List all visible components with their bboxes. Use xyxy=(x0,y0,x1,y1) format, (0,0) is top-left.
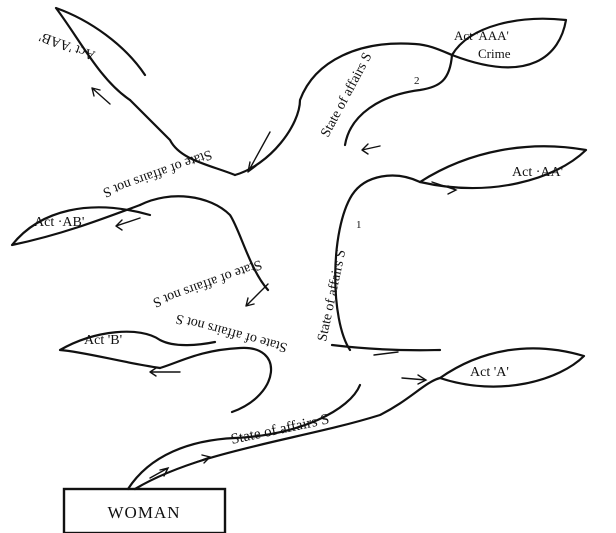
leaf-act-b xyxy=(58,330,217,370)
subscript-1: 1 xyxy=(356,219,362,231)
branch-not-s2 xyxy=(128,98,237,177)
arrow-9 xyxy=(431,181,458,195)
act-aa-label: Act ·AA' xyxy=(512,165,563,180)
leaf-act-a xyxy=(438,347,586,388)
arrow-6 xyxy=(149,367,181,377)
subscript-2: 2 xyxy=(414,75,420,87)
act-aab-label: Act 'AAB' xyxy=(37,28,97,62)
arrow-7 xyxy=(115,217,141,231)
woman-box xyxy=(62,487,227,533)
branch-s1-foot xyxy=(330,343,442,352)
leaf-act-ab xyxy=(10,203,152,247)
arrow-10 xyxy=(247,131,271,173)
branch-s-upper xyxy=(133,376,442,491)
arrow-1 xyxy=(149,466,170,479)
arrow-11 xyxy=(91,87,111,105)
woman-label: WOMAN xyxy=(108,503,181,522)
branch-not-s xyxy=(158,346,273,414)
act-ab-label: Act ·AB' xyxy=(34,215,84,230)
branch-s-lower xyxy=(126,383,362,491)
act-aaa-sub: Crime xyxy=(478,46,511,61)
path-label-not-s2: State of affairs not S xyxy=(101,146,214,199)
leaf-act-aa xyxy=(418,145,588,190)
arrow-4 xyxy=(373,351,399,356)
act-a-label: Act 'A' xyxy=(470,365,509,380)
branch-s1-stem xyxy=(334,174,422,352)
arrow-3 xyxy=(401,374,428,385)
path-label-s1: State of affairs S xyxy=(315,248,349,343)
arrow-8 xyxy=(361,143,381,155)
arrow-2 xyxy=(187,454,212,466)
arrow-5 xyxy=(245,283,269,307)
branch-not-s1 xyxy=(138,195,270,292)
leaf-act-aab xyxy=(54,6,147,102)
act-b-label: Act 'B' xyxy=(84,333,122,348)
branch-s2-inner xyxy=(343,53,454,147)
leaf-act-aaa xyxy=(450,17,568,69)
act-aaa-title: Act 'AAA' xyxy=(454,28,509,43)
branch-s2-stem xyxy=(233,42,454,177)
path-label-s: State of affairs S xyxy=(230,411,331,447)
